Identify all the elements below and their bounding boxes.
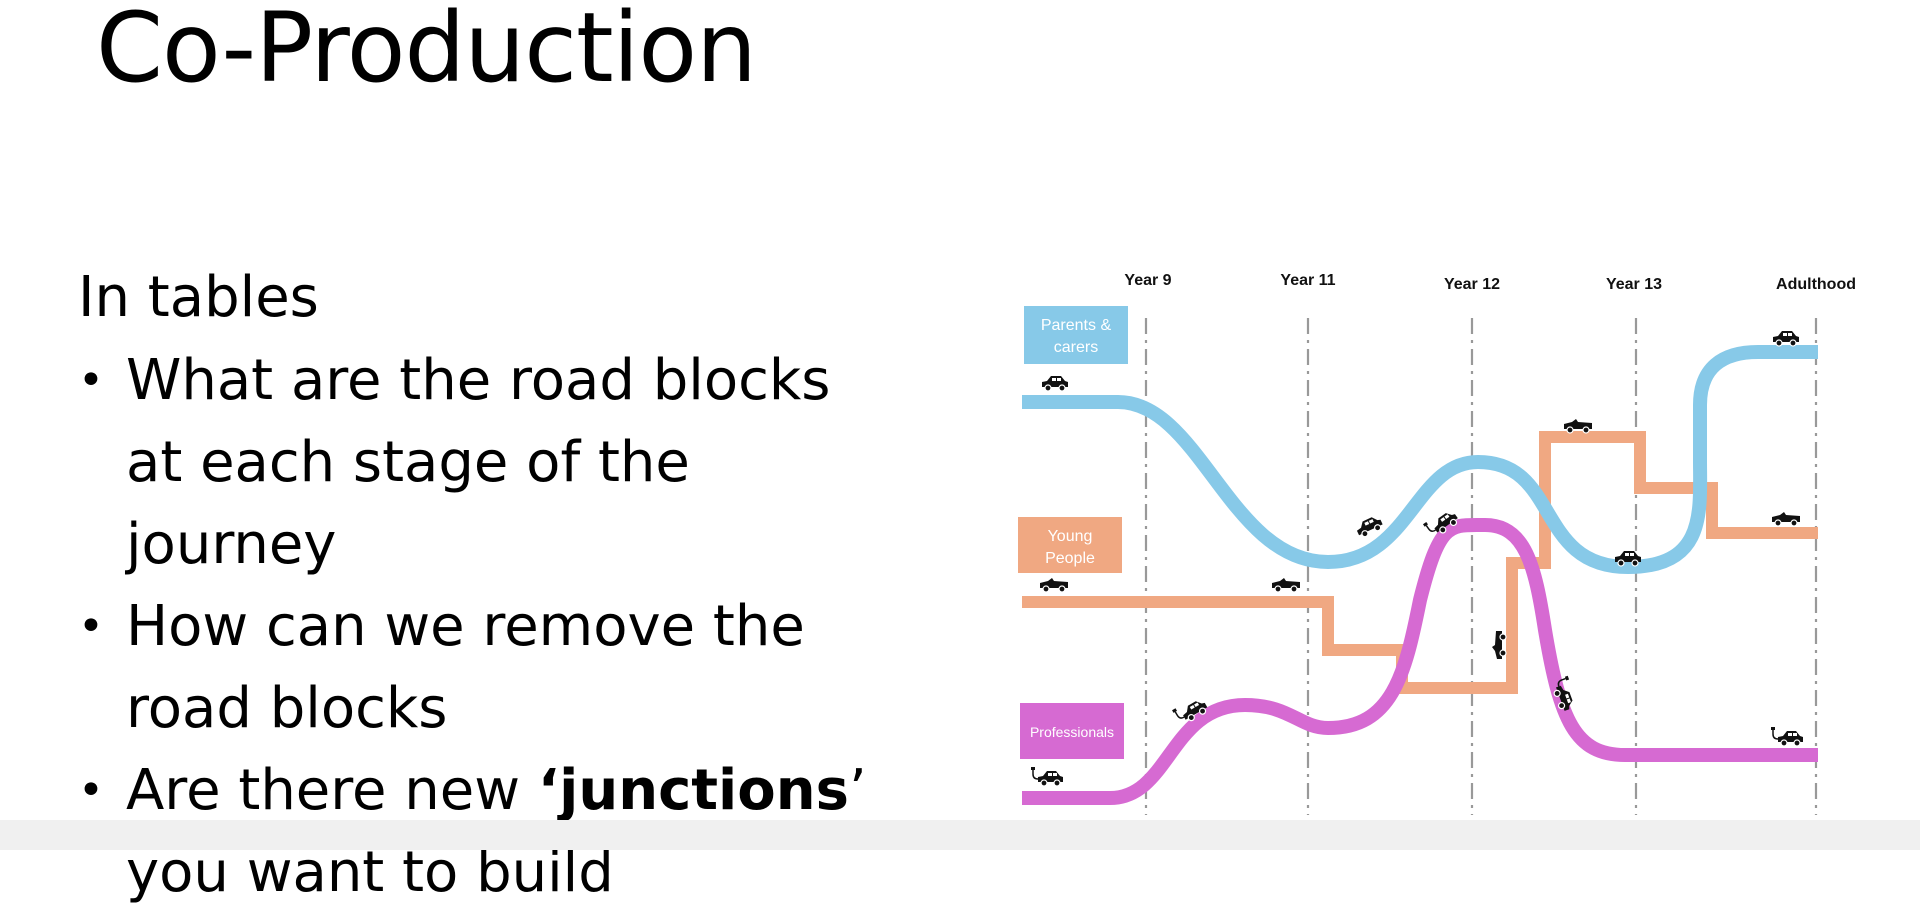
bullet-item-remove: • How can we remove the road blocks bbox=[78, 586, 878, 750]
professionals-route bbox=[1022, 517, 1818, 805]
car-icon bbox=[1041, 375, 1069, 392]
bullet-text-before: Are there new bbox=[126, 758, 538, 823]
stage-label-year-9: Year 9 bbox=[1124, 272, 1171, 289]
electric-car-icon bbox=[1770, 726, 1804, 747]
lane-label-professionals: Professionals bbox=[1020, 703, 1124, 759]
bullet-quote-close: ’ bbox=[848, 758, 867, 823]
svg-text:Young: Young bbox=[1048, 528, 1093, 545]
convertible-icon bbox=[1491, 630, 1507, 660]
stage-label-year-11: Year 11 bbox=[1280, 272, 1335, 289]
bullet-item-road-blocks: • What are the road blocks at each stage… bbox=[78, 340, 878, 586]
bullet-bold-word: junctions bbox=[559, 758, 849, 823]
lane-label-parents-carers: Parents & carers bbox=[1024, 306, 1128, 364]
stage-dividers bbox=[1144, 318, 1818, 815]
intro-text: In tables bbox=[78, 265, 319, 330]
slide-title: Co-Production bbox=[96, 0, 757, 104]
stage-label-year-12: Year 12 bbox=[1444, 276, 1500, 293]
convertible-icon bbox=[1039, 577, 1069, 593]
bottom-bar bbox=[0, 820, 1920, 850]
stage-label-year-13: Year 13 bbox=[1606, 276, 1662, 293]
convertible-icon bbox=[1563, 418, 1593, 434]
convertible-icon bbox=[1771, 511, 1801, 527]
convertible-icon bbox=[1271, 577, 1301, 593]
lane-label-young-people: Young People bbox=[1018, 517, 1122, 573]
svg-text:People: People bbox=[1045, 550, 1095, 567]
bullet-dot: • bbox=[78, 355, 104, 406]
bullet-dot: • bbox=[78, 765, 104, 816]
slide-content: In tables • What are the road blocks at … bbox=[78, 262, 878, 914]
parents-car-icons bbox=[1041, 330, 1800, 567]
bullet-quote-open: ‘ bbox=[537, 758, 560, 823]
stage-label-adulthood: Adulthood bbox=[1776, 276, 1856, 293]
svg-text:carers: carers bbox=[1054, 339, 1098, 356]
bullet-text: How can we remove the road blocks bbox=[126, 594, 805, 741]
car-icon bbox=[1772, 330, 1800, 347]
bullet-dot: • bbox=[78, 601, 104, 652]
journey-diagram: Year 9 Year 11 Year 12 Year 13 Adulthood… bbox=[1018, 272, 1856, 815]
svg-text:Professionals: Professionals bbox=[1030, 724, 1114, 740]
electric-car-icon bbox=[1030, 766, 1064, 787]
parents-carers-route bbox=[1022, 345, 1818, 575]
bullet-text: What are the road blocks at each stage o… bbox=[126, 348, 831, 577]
svg-text:Parents &: Parents & bbox=[1041, 317, 1112, 334]
